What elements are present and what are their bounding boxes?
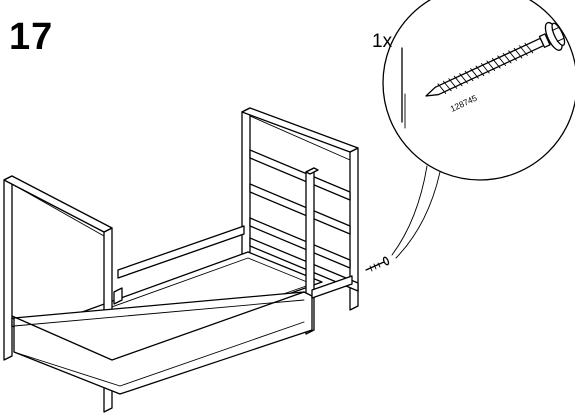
rail-edge — [11, 291, 305, 361]
far-side-rail — [249, 237, 359, 292]
connector-rail — [311, 275, 353, 299]
bed-frame — [3, 107, 359, 413]
quantity-label: 1x — [372, 31, 393, 52]
screw-location-icon — [365, 256, 390, 272]
detail-callout: 1x 128745 — [372, 0, 575, 259]
step-number: 17 — [9, 16, 54, 58]
corner-block — [113, 287, 123, 305]
callout-circle — [382, 0, 575, 181]
back-long-rail — [117, 225, 245, 279]
back-end-panel — [241, 107, 359, 311]
callout-leader-right — [395, 171, 441, 259]
part-number: 128745 — [449, 93, 479, 114]
callout-leader-left — [391, 165, 428, 256]
screw-icon — [425, 21, 566, 97]
front-long-rail — [13, 291, 313, 395]
